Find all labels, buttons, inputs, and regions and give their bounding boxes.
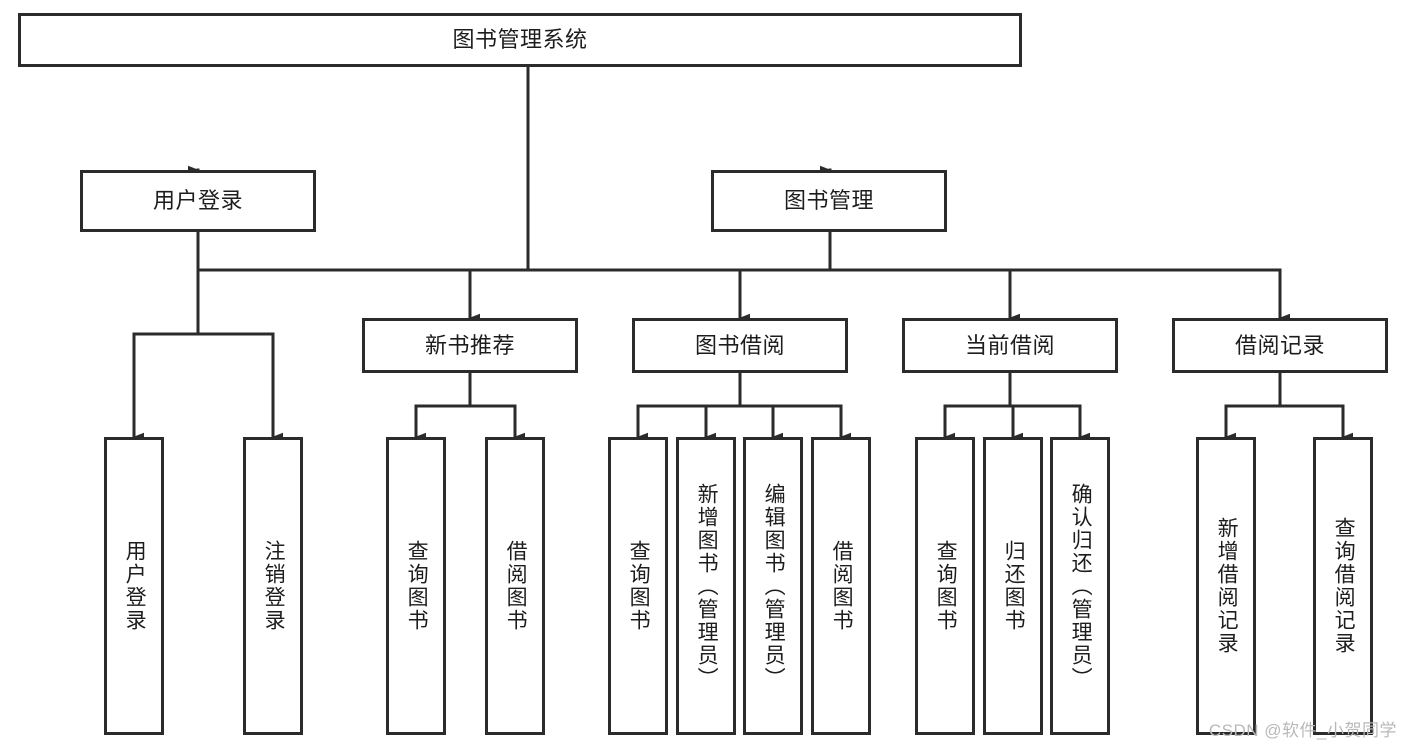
- node-user-login[interactable]: 用户登录: [80, 170, 316, 232]
- node-leaf-user-login[interactable]: 用户登录: [104, 437, 164, 735]
- node-borrow-record-label: 借阅记录: [1234, 332, 1325, 358]
- node-root[interactable]: 图书管理系统: [18, 13, 1022, 67]
- node-root-label: 图书管理系统: [452, 27, 588, 53]
- node-leaf-query-book-1[interactable]: 查询图书: [386, 437, 446, 735]
- node-leaf-user-login-label: 用户登录: [123, 540, 147, 632]
- node-leaf-borrow-book-1[interactable]: 借阅图书: [485, 437, 545, 735]
- node-leaf-query-book-2-label: 查询图书: [627, 540, 651, 632]
- node-leaf-logout-label: 注销登录: [262, 540, 286, 632]
- node-leaf-edit-book[interactable]: 编辑图书（管理员）: [743, 437, 803, 735]
- node-leaf-query-book-1-label: 查询图书: [405, 540, 429, 632]
- node-book-manage[interactable]: 图书管理: [711, 170, 947, 232]
- node-new-book-recommend-label: 新书推荐: [424, 332, 515, 358]
- node-book-borrow[interactable]: 图书借阅: [632, 318, 848, 373]
- node-leaf-query-book-3[interactable]: 查询图书: [915, 437, 975, 735]
- node-user-login-label: 用户登录: [152, 188, 243, 214]
- node-leaf-return-book-label: 归还图书: [1002, 540, 1026, 632]
- node-leaf-borrow-book-2-label: 借阅图书: [830, 540, 854, 632]
- node-current-borrow-label: 当前借阅: [964, 332, 1055, 358]
- node-new-book-recommend[interactable]: 新书推荐: [362, 318, 578, 373]
- node-leaf-add-record-label: 新增借阅记录: [1215, 517, 1239, 655]
- node-book-borrow-label: 图书借阅: [694, 332, 785, 358]
- node-leaf-return-book[interactable]: 归还图书: [983, 437, 1043, 735]
- node-current-borrow[interactable]: 当前借阅: [902, 318, 1118, 373]
- node-book-manage-label: 图书管理: [783, 188, 874, 214]
- node-leaf-add-book-label: 新增图书（管理员）: [695, 482, 719, 690]
- node-leaf-query-record[interactable]: 查询借阅记录: [1313, 437, 1373, 735]
- node-leaf-query-book-2[interactable]: 查询图书: [608, 437, 668, 735]
- node-leaf-add-book[interactable]: 新增图书（管理员）: [676, 437, 736, 735]
- node-leaf-edit-book-label: 编辑图书（管理员）: [762, 482, 786, 690]
- node-leaf-add-record[interactable]: 新增借阅记录: [1196, 437, 1256, 735]
- node-leaf-borrow-book-1-label: 借阅图书: [504, 540, 528, 632]
- node-leaf-query-record-label: 查询借阅记录: [1332, 517, 1356, 655]
- node-leaf-borrow-book-2[interactable]: 借阅图书: [811, 437, 871, 735]
- node-borrow-record[interactable]: 借阅记录: [1172, 318, 1388, 373]
- node-leaf-confirm-return-label: 确认归还（管理员）: [1069, 482, 1093, 690]
- node-leaf-confirm-return[interactable]: 确认归还（管理员）: [1050, 437, 1110, 735]
- node-leaf-logout[interactable]: 注销登录: [243, 437, 303, 735]
- node-leaf-query-book-3-label: 查询图书: [934, 540, 958, 632]
